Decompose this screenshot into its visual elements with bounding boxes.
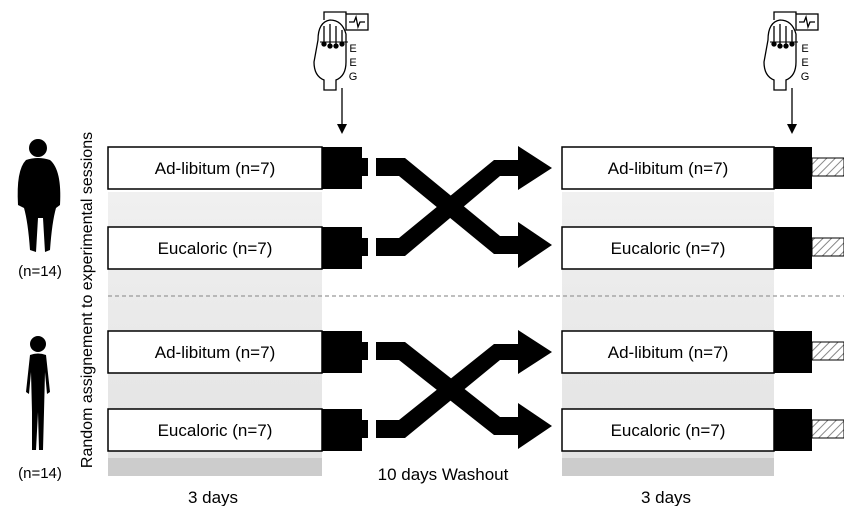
- washout-label: 10 days Washout: [378, 465, 509, 484]
- eeg-letter: E: [349, 57, 356, 69]
- lean-person-icon: [26, 336, 50, 450]
- eeg-down-arrow: [787, 88, 797, 134]
- session2-box-adlib-group2: Ad-libitum (n=7): [561, 330, 844, 374]
- eeg-letter: E: [801, 57, 808, 69]
- session1-duration: 3 days: [188, 488, 238, 506]
- group-count-label: (n=14): [18, 465, 62, 482]
- box-label: Ad-libitum (n=7): [608, 159, 728, 178]
- crossover-arrows-group2: [376, 330, 552, 449]
- box-label: Eucaloric (n=7): [611, 421, 726, 440]
- box-label: Eucaloric (n=7): [158, 421, 273, 440]
- session1-box-eucaloric-group2: Eucaloric (n=7): [107, 408, 368, 452]
- box-label: Ad-libitum (n=7): [155, 343, 275, 362]
- session2-box-eucaloric-group2: Eucaloric (n=7): [561, 408, 844, 452]
- box-label: Eucaloric (n=7): [611, 239, 726, 258]
- crossover-arrows-group1: [376, 146, 552, 268]
- box-label: Ad-libitum (n=7): [608, 343, 728, 362]
- group-count-label: (n=14): [18, 263, 62, 280]
- session1-box-adlib-group2: Ad-libitum (n=7): [107, 330, 368, 374]
- eeg-letter: G: [801, 71, 810, 83]
- eeg-head-icon: [763, 11, 819, 91]
- session2-duration: 3 days: [641, 488, 691, 506]
- eeg-letter: E: [801, 43, 808, 55]
- eeg-down-arrow: [337, 88, 347, 134]
- session1-box-eucaloric-group1: Eucaloric (n=7): [107, 226, 368, 270]
- eeg-letter: E: [349, 43, 356, 55]
- eeg-head-icon: [313, 11, 369, 91]
- obese-person-icon: [17, 139, 61, 252]
- box-label: Eucaloric (n=7): [158, 239, 273, 258]
- session1-box-adlib-group1: Ad-libitum (n=7): [107, 146, 368, 190]
- session2-box-eucaloric-group1: Eucaloric (n=7): [561, 226, 844, 270]
- session2-box-adlib-group1: Ad-libitum (n=7): [561, 146, 844, 190]
- box-label: Ad-libitum (n=7): [155, 159, 275, 178]
- side-label: Random assignement to experimental sessi…: [79, 132, 96, 468]
- eeg-letter: G: [349, 71, 358, 83]
